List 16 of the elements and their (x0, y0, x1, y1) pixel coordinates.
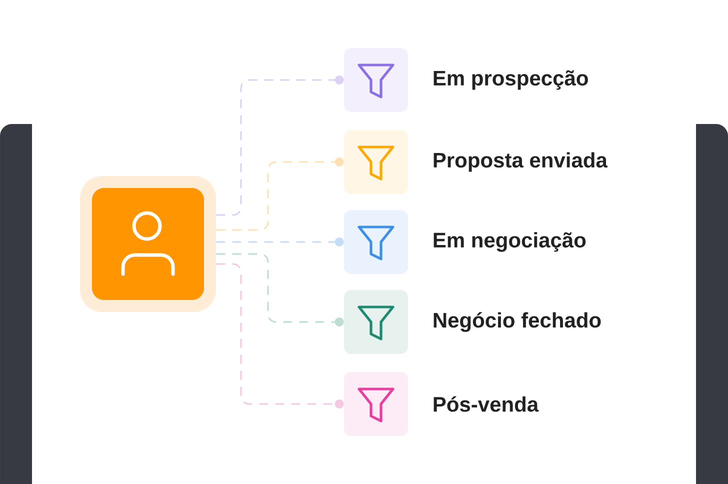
stage-label: Pós-venda (434, 396, 539, 412)
funnel-tile (344, 290, 408, 354)
funnel-tile (344, 210, 408, 274)
connector (216, 253, 344, 326)
connector (216, 238, 344, 246)
stage-label: Em negociação (434, 232, 586, 252)
stage-label: Em prospecção (434, 70, 588, 90)
connector (216, 76, 344, 216)
person-icon (80, 176, 216, 312)
funnel-tile (344, 130, 408, 194)
stage-label: Proposta enviada (434, 152, 608, 172)
connector (216, 158, 344, 231)
funnel-tile (344, 372, 408, 436)
stage-label: Negócio fechado (434, 312, 601, 332)
funnel-tile (344, 48, 408, 112)
connector (216, 263, 344, 408)
